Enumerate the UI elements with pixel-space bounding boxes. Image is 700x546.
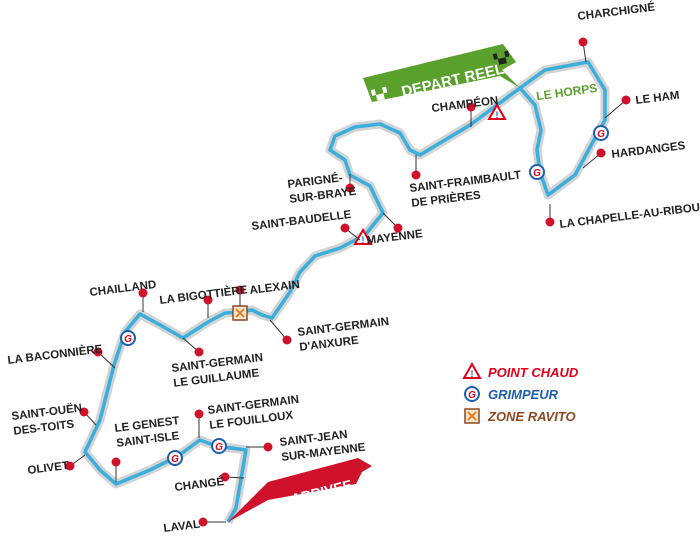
place-chailland: CHAILLAND	[89, 279, 157, 312]
place-laval: LAVAL	[163, 517, 226, 535]
grimpeur-icon: G	[211, 438, 227, 454]
pin-icon	[578, 37, 588, 47]
checkered-flag-icon: ▚▞	[370, 86, 389, 102]
pin-icon	[138, 288, 148, 298]
pin-icon	[340, 223, 350, 233]
pin-icon	[111, 457, 121, 467]
start-banner	[363, 44, 520, 102]
place-hardanges: HARDANGES	[582, 140, 686, 169]
race-route	[80, 57, 610, 525]
finish-banner	[228, 458, 372, 522]
pin-icon	[621, 95, 631, 105]
place-label: LA BIGOTTIÈRE	[159, 283, 249, 307]
grimpeur-icon: G	[593, 125, 609, 141]
zone-ravito-icon	[464, 408, 480, 424]
pin-icon	[194, 409, 204, 419]
place-saint-baudelle: SAINT-BAUDELLE	[251, 209, 361, 241]
place-label: CHAILLAND	[89, 279, 157, 299]
svg-text:G: G	[468, 390, 476, 401]
grimpeur-icon: G	[120, 330, 136, 346]
point-chaud-icon: !	[487, 102, 507, 120]
svg-text:G: G	[171, 454, 179, 465]
place-label: HARDANGES	[611, 140, 686, 161]
pin-icon	[596, 148, 606, 158]
svg-text:G: G	[124, 334, 132, 345]
pin-icon	[393, 223, 403, 233]
pin-icon	[203, 295, 213, 305]
pin-icon	[263, 442, 273, 452]
pin-icon	[411, 170, 421, 180]
start-point-label: LE HORPS	[535, 81, 598, 103]
pin-icon	[345, 183, 355, 193]
grimpeur-icon: G	[529, 164, 545, 180]
point-chaud-icon: !	[353, 227, 373, 245]
place-label: LAVAL	[163, 519, 201, 535]
svg-text:G: G	[597, 129, 605, 140]
pin-icon	[545, 217, 555, 227]
legend-label-grimpeur: GRIMPEUR	[488, 387, 559, 402]
legend-label-zone-ravito: ZONE RAVITO	[487, 409, 576, 424]
place-label: LA CHAPELLE-AU-RIBOUL	[559, 201, 700, 231]
route-line	[518, 60, 607, 197]
legend-label-point-chaud: POINT CHAUD	[488, 365, 579, 380]
place-label: SAINT-BAUDELLE	[251, 209, 352, 233]
pin-icon	[282, 335, 292, 345]
place-le-ham: LE HAM	[604, 90, 680, 119]
place-charchigne: CHARCHIGNÉ	[577, 1, 656, 63]
banners: DEPART REEL ▚▞ ▚▞ LE HORPS ARRIVEE	[228, 44, 598, 522]
place-olivet: OLIVET	[27, 454, 86, 477]
place-label: MAYENNE	[366, 228, 424, 247]
pin-stem	[604, 99, 627, 119]
svg-text:!: !	[362, 235, 365, 245]
grimpeur-icon: G	[167, 450, 183, 466]
place-la-chapelle-au-riboul: LA CHAPELLE-AU-RIBOUL	[545, 201, 700, 231]
place-label: OLIVET	[27, 460, 70, 477]
pin-icon	[93, 347, 103, 357]
place-label: LE HAM	[635, 90, 680, 107]
pin-icon	[235, 285, 245, 295]
point-chaud-icon: !	[462, 361, 482, 379]
pin-icon	[65, 461, 75, 471]
pin-icon	[194, 347, 204, 357]
route-line	[83, 86, 522, 523]
place-label: CHARCHIGNÉ	[577, 1, 656, 23]
svg-text:!: !	[496, 110, 499, 120]
pin-icon	[220, 472, 230, 482]
zone-ravito-icon	[232, 305, 248, 321]
pin-icon	[198, 517, 208, 527]
pin-icon	[79, 407, 89, 417]
pin-icon	[466, 102, 476, 112]
place-la-baconniere: LA BACONNIÈRE	[7, 342, 116, 369]
checkered-flag-icon: ▚▞	[492, 50, 511, 66]
route-markers: G G G G G!!	[120, 102, 609, 466]
place-change: CHANGÉ	[174, 472, 245, 494]
place-label: CHANGÉ	[174, 475, 225, 494]
legend: ! POINT CHAUD G GRIMPEUR ZONE RAVITO	[462, 361, 579, 424]
svg-text:G: G	[533, 168, 541, 179]
svg-text:!: !	[471, 369, 474, 379]
place-label: LA BACONNIÈRE	[7, 342, 104, 367]
svg-text:G: G	[215, 442, 223, 453]
grimpeur-icon: G	[464, 386, 480, 402]
